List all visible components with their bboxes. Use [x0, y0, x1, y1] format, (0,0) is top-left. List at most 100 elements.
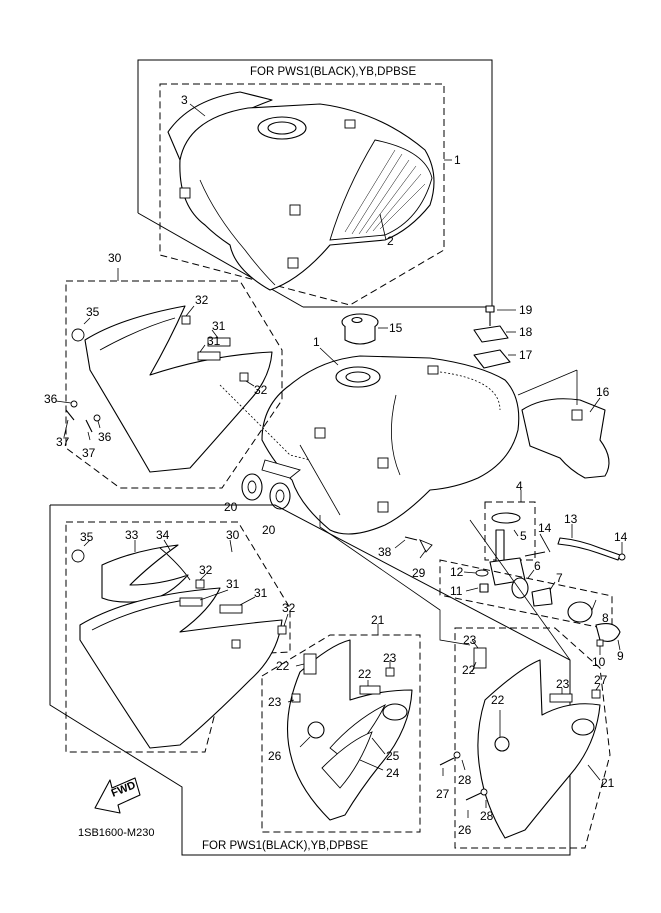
- lead-1-center: [319, 347, 339, 366]
- lead-11: [465, 587, 479, 592]
- lead-35-lower: [83, 539, 91, 547]
- callout-1-center: 1: [313, 335, 320, 349]
- lead-6: [527, 569, 535, 579]
- clip-32-lower-b: [277, 625, 287, 635]
- clip-32-top-a: [181, 315, 191, 325]
- callout-35-lower: 35: [80, 530, 94, 544]
- clip-lower-c: [231, 639, 241, 649]
- lead-23-d: [595, 683, 601, 691]
- callout-3: 3: [181, 93, 188, 107]
- callout-5: 5: [520, 529, 527, 543]
- callout-19: 19: [519, 303, 533, 317]
- side-panel-21-right-dashed-group: [454, 627, 611, 849]
- lead-24: [359, 759, 384, 771]
- lead-36-b: [97, 420, 101, 429]
- callout-37-b: 37: [82, 446, 96, 460]
- callout-1-top: 1: [454, 153, 461, 167]
- side-cover-30-guide-line: [219, 384, 311, 461]
- grommet-26-b: [494, 736, 510, 752]
- callout-28-a: 27: [436, 787, 450, 801]
- lever-9: [595, 623, 621, 642]
- callout-35-top: 35: [86, 305, 100, 319]
- lead-26-a: [299, 736, 311, 748]
- callout-23-b: 23: [268, 695, 282, 709]
- bottom-group-caption: FOR PWS1(BLACK),YB,DPBSE: [202, 840, 368, 852]
- washer-36-b: [93, 414, 101, 422]
- clip-23-b: [291, 693, 301, 703]
- callout-33: 33: [125, 528, 139, 542]
- callout-20-a: 20: [224, 500, 238, 514]
- lead-21-b: [587, 764, 601, 781]
- emblem-31-lower-a: [179, 597, 203, 607]
- lead-37-b: [87, 431, 91, 441]
- callout-27-b: 28: [480, 809, 494, 823]
- callout-26-a: 26: [268, 749, 282, 763]
- callout-31-lower-a: 31: [226, 577, 240, 591]
- side-panel-21-right-hole: [571, 718, 595, 736]
- lead-32-top-b: [245, 380, 255, 387]
- callout-14-b: 14: [614, 530, 628, 544]
- screw-38: [404, 536, 418, 541]
- callout-31-top-a: 31: [212, 319, 226, 333]
- callout-22-a: 22: [276, 659, 290, 673]
- side-cover-30-inner-line: [99, 317, 176, 351]
- fuel-hose-13: [557, 537, 621, 561]
- bottom-group-frame: [49, 504, 571, 856]
- side-panel-21-hole: [382, 703, 408, 721]
- emblem-22-d: [549, 693, 573, 703]
- callout-32-lower-b: 32: [282, 601, 296, 615]
- callout-34: 34: [156, 528, 170, 542]
- oring-6: [511, 577, 529, 599]
- callout-22-c: 22: [462, 663, 476, 677]
- lead-9: [617, 639, 621, 651]
- lead-3: [189, 103, 206, 117]
- lead-34: [163, 539, 171, 551]
- grommet-26-a: [307, 721, 325, 739]
- callout-24: 24: [386, 766, 400, 780]
- callout-4: 4: [516, 479, 523, 493]
- callout-31-lower-b: 31: [254, 586, 268, 600]
- graphic-24: [321, 731, 373, 789]
- fuel-tank-1-mount-tab: [261, 459, 301, 479]
- lead-30-lower: [229, 539, 233, 553]
- lead-23-b: [287, 699, 295, 703]
- fuel-tank-2-bracket-d: [179, 187, 191, 199]
- graphic-34: [159, 547, 191, 581]
- callout-7: 7: [556, 571, 563, 585]
- callout-32-lower-a: 32: [199, 563, 213, 577]
- fuel-cock-4-pipe: [495, 529, 505, 565]
- lead-31-lower-b: [239, 596, 256, 606]
- fuel-cap-15-keyhole: [351, 316, 363, 324]
- top-group-frame: [137, 59, 493, 308]
- lead-37-a: [63, 419, 69, 438]
- fuel-tank-1-edge-line: [299, 444, 341, 516]
- clip-29: [419, 539, 433, 553]
- lead-22-a: [295, 663, 305, 667]
- spring-7: [531, 587, 553, 607]
- emblem-31-top-b: [197, 351, 221, 361]
- callout-30-top: 30: [108, 251, 122, 265]
- callout-22-d: 23: [556, 677, 570, 691]
- lead-5: [513, 529, 519, 537]
- callout-23-a: 23: [383, 651, 397, 665]
- callout-26-b: 22: [491, 693, 505, 707]
- callout-16: 16: [596, 385, 610, 399]
- fwd-arrow-icon: FWD: [94, 777, 141, 814]
- fuel-tank-2-bracket-a: [344, 119, 356, 129]
- fuel-tank-1-bracket-b: [377, 457, 389, 469]
- callout-32-top-b: 32: [254, 383, 268, 397]
- side-cover-30: [84, 305, 273, 473]
- callout-38: 38: [378, 545, 392, 559]
- pin-35-top: [71, 328, 85, 342]
- lead-29: [419, 549, 427, 559]
- callout-11: 11: [450, 584, 463, 598]
- side-cover-30-dashed-group: [65, 280, 283, 489]
- fuel-cock-4-outlet: [524, 551, 546, 557]
- lead-31-lower-a: [199, 589, 229, 601]
- callout-18: 18: [519, 325, 533, 339]
- screw-37-b: [85, 419, 93, 433]
- screw-37-a: [65, 409, 75, 421]
- lead-12: [463, 571, 477, 574]
